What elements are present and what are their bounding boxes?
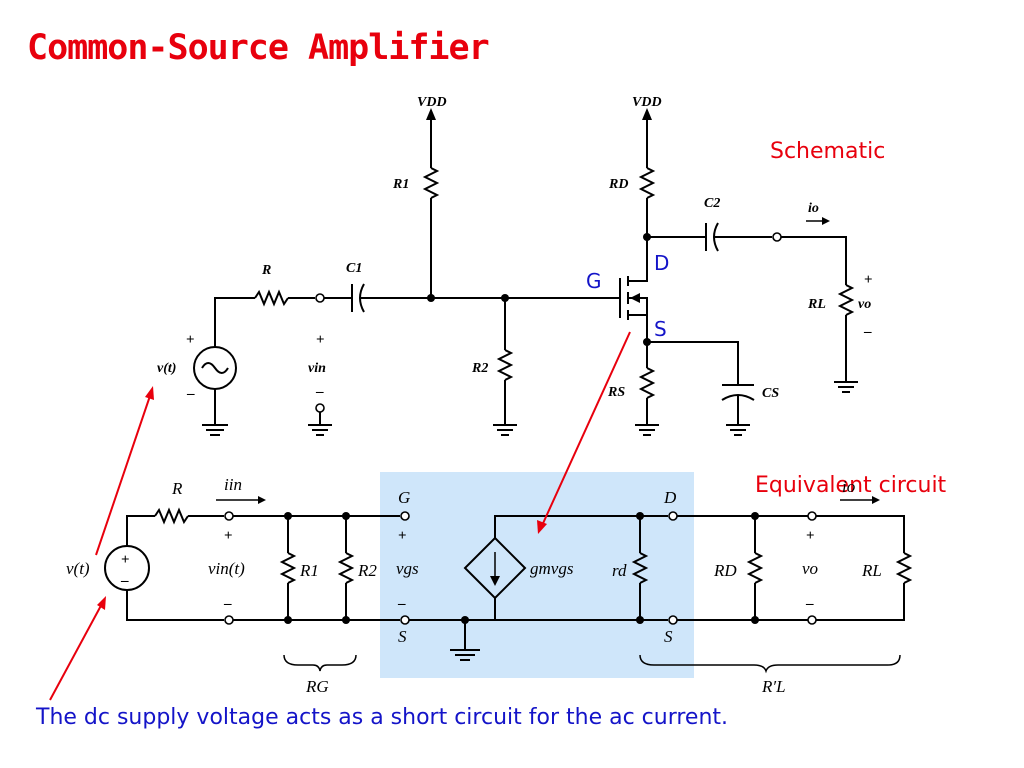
gate-annotation: G [586,269,602,293]
vt-label: v(t) [157,361,176,376]
eq-vo-label: vo [802,559,818,578]
vdd-arrow-upper [95,389,153,556]
eq-s-left-label: S [398,627,407,646]
eq-source-minus: – [120,573,129,589]
eq-vin-label: vin(t) [208,559,245,578]
r1-label: R1 [392,177,409,192]
eq-source-plus: + [121,552,130,568]
r-label: R [261,263,271,278]
r2-label: R2 [471,361,488,376]
c2-label: C2 [704,196,720,211]
eq-g-label: G [398,488,410,507]
drain-annotation: D [654,251,669,275]
eq-iin-label: iin [224,475,242,494]
vdd2-label: VDD [632,95,662,110]
small-signal-highlight [380,472,694,678]
eq-vgs-label: vgs [396,559,419,578]
vin-minus: – [315,384,324,400]
vin-plus: + [316,332,325,348]
vo-label: vo [858,297,871,312]
annotation-arrows [49,331,631,701]
vdd-arrow-lower [49,599,105,701]
vdd1-label: VDD [417,95,447,110]
vt-minus: – [186,386,195,402]
eq-vgs-minus: – [397,596,406,612]
eq-r1-label: R1 [299,561,319,580]
rs-label: RS [607,385,625,400]
eq-io-label: io [842,477,855,496]
equivalent-annotation: Equivalent circuit [755,473,947,498]
cs-label: CS [762,386,779,401]
eq-gm-label: gmvgs [530,559,574,578]
eq-rd-label: RD [713,561,737,580]
eq-rd-small-label: rd [612,561,627,580]
slide-title: Common-Source Amplifier [27,28,490,68]
schematic-circuit: VDD VDD R1 R C1 R2 RD RS C2 CS RL v(t) v… [157,95,873,436]
eq-rl-label: RL [861,561,882,580]
vo-plus: + [864,272,873,288]
eq-vt-label: v(t) [66,559,90,578]
rl-label: RL [807,297,826,312]
c1-label: C1 [346,261,362,276]
io-label: io [808,201,819,216]
vin-label: vin [308,361,326,376]
vt-plus: + [186,332,195,348]
source-arrow [539,331,631,531]
eq-s-right-label: S [664,627,673,646]
vo-minus: – [863,324,872,340]
eq-r-label: R [171,479,183,498]
eq-vin-minus: – [223,596,232,612]
eq-vo-plus: + [806,528,815,544]
eq-d-label: D [663,488,677,507]
eq-vin-plus: + [224,528,233,544]
caption: The dc supply voltage acts as a short ci… [36,705,729,730]
schematic-annotation: Schematic [770,139,885,164]
eq-r2-label: R2 [357,561,377,580]
eq-vgs-plus: + [398,528,407,544]
eq-vo-minus: – [805,596,814,612]
equivalent-circuit: + – [66,475,913,696]
eq-rg-label: RG [305,677,329,696]
source-annotation: S [654,317,667,341]
eq-rl-prime-label: R′L [761,677,786,696]
rd-label: RD [608,177,628,192]
